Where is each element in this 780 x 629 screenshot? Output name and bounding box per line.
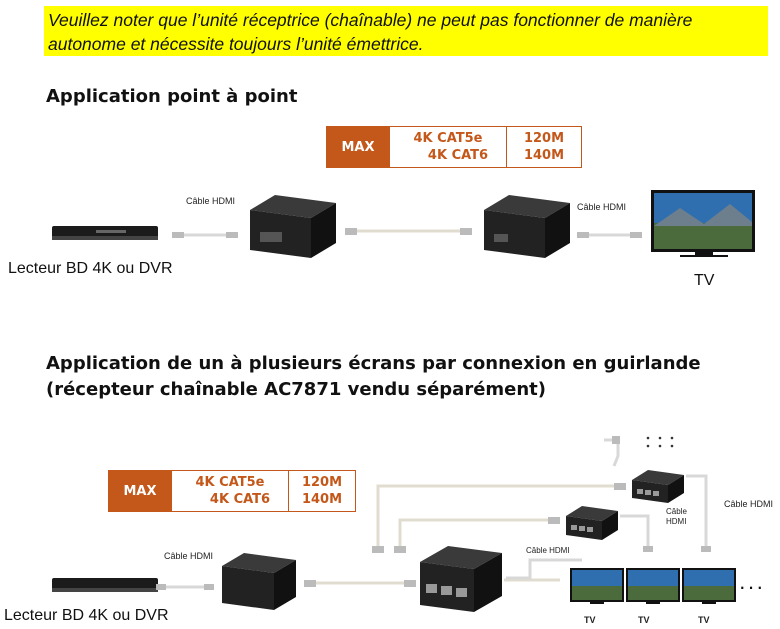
ellipsis-icon	[646, 436, 674, 448]
transmitter-icon	[250, 195, 336, 258]
hdmi-plug-icon	[612, 436, 620, 444]
spec-len-5e: 120M	[301, 475, 343, 490]
spec-len-5e: 120M	[523, 131, 565, 146]
spec-cat6: 4K CAT6	[209, 492, 271, 507]
note-line-1: Veuillez noter que l’unité réceptrice (c…	[48, 10, 693, 30]
transmitter-icon	[222, 553, 296, 610]
hdmi-cable-icon	[506, 438, 708, 580]
rj45-plug-icon	[614, 483, 626, 490]
spec-cat5e: 4K CAT5e	[413, 131, 483, 146]
cat-cable-icon	[304, 580, 416, 587]
note-line-2: autonome et nécessite toujours l’unité é…	[48, 34, 424, 54]
tv-icon	[682, 568, 736, 604]
tv-label-b: TV	[638, 615, 650, 625]
tv-label-1: TV	[694, 272, 715, 289]
hdmi-plug-icon	[701, 546, 711, 552]
spec-lengths: 120M 140M	[506, 127, 581, 167]
tv-icon	[626, 568, 680, 604]
spec-cat5e: 4K CAT5e	[195, 475, 265, 490]
cable-label-right: Câble HDMI	[577, 202, 627, 212]
tv-icon	[570, 568, 624, 604]
splitter-icon	[420, 546, 502, 612]
rj45-plug-icon	[394, 546, 406, 553]
cable-label-short-2: Câble HDMI	[666, 507, 687, 526]
bd-player-icon	[52, 226, 158, 240]
spec-cat6: 4K CAT6	[427, 148, 489, 163]
chain-receiver-icon	[566, 506, 618, 540]
bd-player-icon	[52, 578, 158, 592]
receiver-icon	[484, 195, 570, 258]
hdmi-cable-icon	[577, 232, 642, 238]
note-banner: Veuillez noter que l’unité réceptrice (c…	[44, 6, 768, 56]
section1-title: Application point à point	[46, 86, 298, 107]
cable-label-left: Câble HDMI	[186, 196, 236, 206]
spec-len-6: 140M	[523, 148, 565, 163]
spec-box-2: MAX 4K CAT5e 4K CAT6 120M 140M	[108, 470, 356, 512]
spec-len-6: 140M	[301, 492, 343, 507]
tv-label-c: TV	[698, 615, 710, 625]
cable-label-left-2: Câble HDMI	[164, 551, 214, 561]
spec-cables: 4K CAT5e 4K CAT6	[389, 127, 506, 167]
hdmi-cable-icon	[156, 584, 214, 590]
section2-title-line2: (récepteur chaînable AC7871 vendu séparé…	[46, 379, 547, 400]
source-label-2: Lecteur BD 4K ou DVR	[4, 607, 169, 624]
spec-max: MAX	[109, 471, 171, 511]
cable-label-mid-2: Câble HDMI	[526, 546, 570, 555]
spec-box-1: MAX 4K CAT5e 4K CAT6 120M 140M	[326, 126, 582, 168]
spec-cables: 4K CAT5e 4K CAT6	[171, 471, 288, 511]
hdmi-plug-icon	[643, 546, 653, 552]
tv-icon	[651, 190, 755, 257]
chain-receiver-icon	[632, 470, 684, 503]
tv-label-a: TV	[584, 615, 596, 625]
rj45-plug-icon	[372, 546, 384, 553]
cable-label-right-2: Câble HDMI	[724, 499, 774, 509]
more-tvs-ellipsis: . . .	[740, 578, 763, 592]
rj45-plug-icon	[548, 517, 560, 524]
spec-max: MAX	[327, 127, 389, 167]
spec-lengths: 120M 140M	[288, 471, 355, 511]
cat-cable-icon	[376, 484, 614, 582]
source-label-1: Lecteur BD 4K ou DVR	[8, 260, 173, 277]
cat-cable-icon	[345, 228, 472, 235]
hdmi-cable-icon	[172, 232, 238, 238]
section2-title-line1: Application de un à plusieurs écrans par…	[46, 353, 701, 374]
